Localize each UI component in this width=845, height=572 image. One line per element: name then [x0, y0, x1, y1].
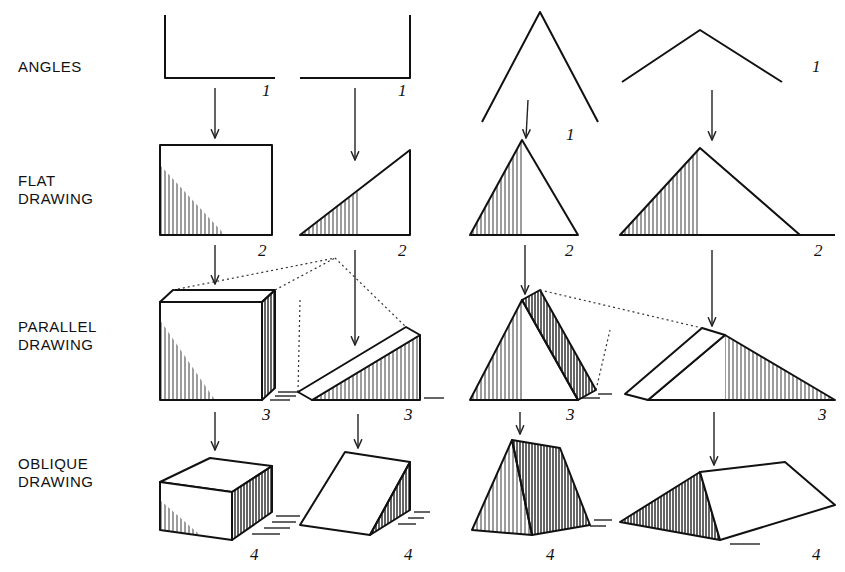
figure-stroke	[160, 482, 232, 540]
callout-number: 2	[814, 242, 823, 260]
callout-number: 3	[566, 406, 575, 424]
figure-stroke	[173, 258, 335, 290]
figure-stroke	[730, 543, 760, 544]
figure-stroke	[335, 258, 406, 327]
figure-stroke	[598, 393, 612, 394]
figure-stroke	[214, 412, 215, 450]
figure-stroke	[298, 327, 420, 400]
figure-stroke	[620, 148, 800, 235]
figure-stroke	[524, 245, 525, 294]
figure-stroke	[512, 440, 590, 535]
figure-stroke	[160, 145, 272, 235]
figure-stroke	[594, 519, 612, 520]
callout-number: 1	[566, 126, 575, 144]
figure-stroke	[264, 527, 290, 528]
figure-stroke	[590, 525, 606, 526]
callout-number: 1	[398, 82, 407, 100]
parallel-row	[160, 290, 835, 400]
row-title: OBLIQUE DRAWING	[18, 455, 106, 491]
angle-row	[165, 12, 782, 122]
figure-stroke	[300, 15, 410, 78]
row-title: FLAT DRAWING	[18, 172, 106, 208]
oblique-row	[160, 440, 835, 540]
figure-stroke	[414, 511, 430, 512]
callout-number: 2	[258, 242, 267, 260]
figure-stroke	[160, 302, 262, 400]
step-arrow	[215, 88, 714, 465]
figure-stroke	[357, 414, 358, 448]
figure-stroke	[300, 150, 410, 235]
callout-number: 4	[404, 546, 413, 564]
figure-stroke	[165, 15, 275, 78]
figure-stroke	[214, 88, 215, 138]
figure-stroke	[470, 140, 578, 235]
figure-stroke	[275, 258, 335, 290]
figure-stroke	[354, 250, 355, 345]
figure-stroke	[298, 300, 300, 392]
row-title: ANGLES	[18, 58, 106, 76]
figure-stroke	[622, 30, 782, 82]
figure-stroke	[408, 517, 424, 518]
callout-number: 1	[812, 58, 821, 76]
figure-stroke	[398, 523, 416, 524]
callout-number: 4	[250, 546, 259, 564]
figure-stroke	[526, 100, 528, 138]
flat-row	[160, 140, 835, 235]
figure-stroke	[800, 234, 835, 236]
figure-stroke	[262, 290, 275, 400]
figure-stroke	[700, 462, 835, 540]
figure-stroke	[713, 412, 714, 465]
figure-stroke	[160, 165, 225, 235]
figure-stroke	[582, 397, 600, 398]
figure-stroke	[424, 397, 444, 398]
figure-stroke	[276, 515, 300, 516]
figure-stroke	[711, 90, 712, 140]
cast-shadow	[252, 392, 760, 544]
figure-stroke	[252, 533, 280, 534]
figure-stroke	[214, 245, 215, 284]
figure-stroke	[160, 500, 200, 535]
figure-stroke	[596, 330, 610, 390]
figure-stroke	[482, 12, 598, 122]
row-title: PARALLEL DRAWING	[18, 318, 106, 354]
figure-stroke	[522, 290, 596, 400]
callout-number: 3	[404, 406, 413, 424]
figure-stroke	[300, 452, 410, 535]
figure-stroke	[270, 399, 290, 400]
callout-number: 4	[546, 546, 555, 564]
figure-stroke	[354, 88, 355, 160]
figure-stroke	[272, 521, 296, 522]
callout-number: 2	[565, 242, 574, 260]
figure-stroke	[160, 320, 215, 400]
callout-number: 4	[812, 546, 821, 564]
figure-stroke	[232, 466, 272, 540]
figure-stroke	[519, 412, 520, 434]
figure-stroke	[711, 250, 712, 326]
figure-stroke	[278, 391, 300, 392]
construction-lines	[173, 258, 702, 392]
callout-number: 3	[818, 406, 827, 424]
figure-stroke	[625, 328, 725, 400]
figure-stroke	[275, 395, 296, 396]
figure-stroke	[160, 290, 275, 302]
callout-number: 2	[398, 242, 407, 260]
callout-number: 3	[262, 406, 271, 424]
figure-stroke	[540, 290, 702, 328]
callout-number: 1	[262, 82, 271, 100]
